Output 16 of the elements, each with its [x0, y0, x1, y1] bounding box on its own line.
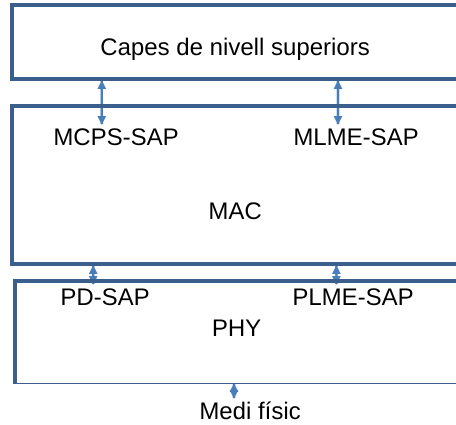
double-arrow [230, 383, 238, 399]
layer-box [13, 279, 456, 384]
layer-label: Capes de nivell superiors [99, 36, 371, 60]
service-access-point-label: MCPS-SAP [45, 124, 187, 152]
double-arrow [88, 265, 98, 285]
layer-box [10, 3, 456, 81]
service-access-point-label: PLME-SAP [270, 284, 436, 312]
double-arrow [334, 80, 342, 125]
layer-label: MAC [207, 200, 263, 224]
layer-label: PHY [210, 317, 262, 341]
service-access-point-label: MLME-SAP [266, 124, 446, 152]
medium-label: Medi físic [170, 398, 330, 425]
double-arrow [97, 80, 106, 125]
service-access-point-label: PD-SAP [46, 284, 164, 312]
double-arrow [332, 265, 341, 285]
layer-box [10, 104, 456, 266]
